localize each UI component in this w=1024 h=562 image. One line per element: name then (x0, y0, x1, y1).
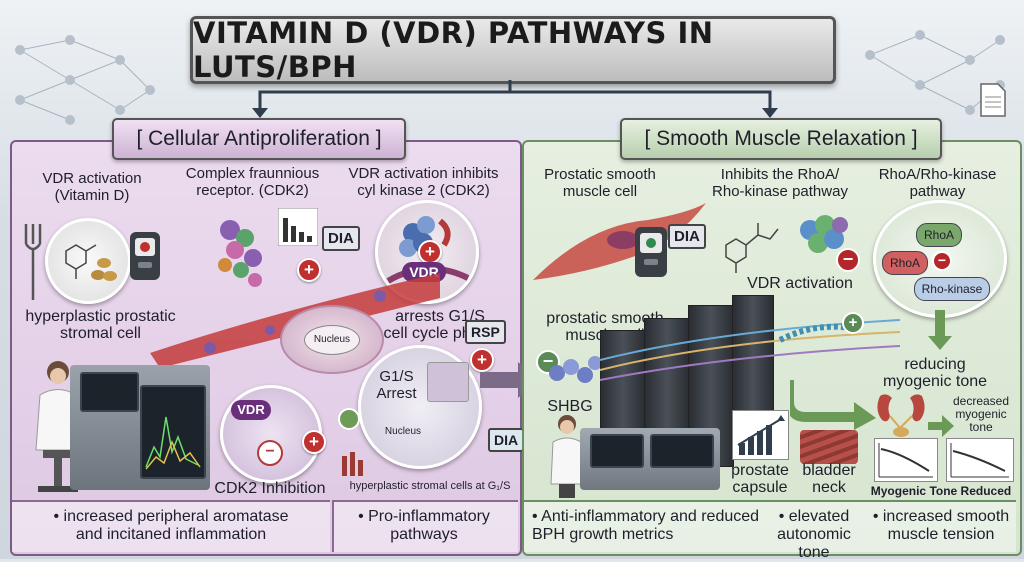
plus-icon: + (297, 258, 321, 282)
network-icon (865, 30, 1005, 115)
vdr-badge-2: VDR (231, 400, 271, 420)
minus-icon: − (932, 251, 952, 271)
rho-kinase-node: Rho-kinase (914, 277, 990, 301)
left-heading: [ Cellular Antiproliferation ] (112, 118, 406, 160)
right-footer-b: • elevated autonomic tone (777, 508, 851, 561)
molecule-icon (725, 223, 779, 273)
right-footer-c: • increased smooth muscle tension (872, 508, 1010, 543)
plus-icon (338, 408, 360, 430)
complex-receptor-label: Complex fraunnious receptor. (CDK2) (185, 165, 320, 199)
monitor-screen (80, 372, 139, 412)
left-footer-b: • Pro-inflammatory pathways (358, 508, 490, 543)
molecule-icon (65, 244, 117, 281)
monitor-screen (590, 434, 644, 468)
tone-chart-1 (874, 438, 938, 482)
dia-tag-right: DIA (668, 224, 706, 249)
minus-icon: − (257, 440, 283, 466)
right-arrow (928, 415, 954, 437)
rhoa-pathway-label: RhoA/Rho-kinase pathway (878, 166, 997, 200)
g1s-arrest-circle: G1/S Arrest Nucleus (358, 345, 482, 469)
plus-icon: + (418, 240, 442, 264)
right-footer-a: • Anti-inflammatory and reduced BPH grow… (532, 508, 760, 543)
title-banner: VITAMIN D (VDR) PATHWAYS IN LUTS/BPH (190, 16, 836, 84)
capsule-chart (732, 410, 789, 460)
line-chart-icon (950, 443, 1009, 478)
line-chart-icon (145, 416, 201, 470)
nucleus-icon: Nucleus (304, 325, 360, 355)
decreased-tone-label: decreased myogenic tone (952, 394, 1010, 434)
scientist-icon (550, 415, 586, 498)
stromal-cell-label: hyperplastic prostatic stromal cell (25, 308, 176, 342)
prostate-capsule-label: prostate capsule (731, 462, 789, 496)
micrograph (427, 362, 469, 402)
myogenic-reduced-label: Myogenic Tone Reduced (870, 484, 1012, 498)
down-arrow (928, 310, 952, 350)
bar-chart-icon (278, 208, 318, 246)
bladder-neck-label: bladder neck (802, 462, 856, 496)
right-footer-c-box (864, 500, 1016, 552)
left-footer-a: • increased peripheral aromatase and inc… (53, 508, 289, 543)
green-arrow (790, 380, 876, 430)
tone-chart-2 (946, 438, 1014, 482)
rsp-tag: RSP (465, 320, 506, 344)
nucleus-small-label: Nucleus (384, 426, 422, 437)
protein-icon (218, 220, 262, 287)
right-footer-b-box (762, 500, 864, 552)
dose-meter-icon (635, 227, 667, 277)
right-heading: [ Smooth Muscle Relaxation ] (620, 118, 942, 160)
document-icon (980, 83, 1006, 117)
protein-icon (549, 356, 602, 383)
left-footer-a-box (12, 500, 330, 552)
spectrum-screen (140, 385, 206, 479)
cdk2-inhibition-circle: VDR − (220, 385, 322, 483)
minus-icon: − (836, 248, 860, 272)
nucleus-cell: Nucleus (280, 305, 384, 374)
rhoa-circle: RhoA RhoA − Rho-kinase (873, 200, 1007, 318)
dose-meter-icon (130, 232, 160, 280)
protein-icon (800, 215, 848, 253)
shbg-label: SHBG (547, 398, 593, 415)
smooth-cell-label: Prostatic smooth muscle cell (544, 166, 656, 200)
kidney-icon (877, 394, 925, 437)
bar-chart-icon (737, 415, 785, 455)
cdk2-inhibition-label: CDK2 Inhibition (214, 480, 326, 497)
dia-tag-2: DIA (488, 428, 525, 452)
line-chart-icon (878, 443, 933, 478)
monitor-screen (650, 434, 714, 468)
smooth-muscle-cell (533, 203, 706, 280)
vdr-activation-label: VDR activation (Vitamin D) (42, 170, 142, 204)
hyperplastic-g1s-label: hyperplastic stromal cells at G₁/S (349, 480, 511, 492)
inhibits-rhoa-label: Inhibits the RhoA/ Rho-kinase pathway (712, 166, 848, 200)
vdr-activation-right-label: VDR activation (747, 275, 853, 292)
network-icon (15, 35, 155, 125)
bar-chart-icon (342, 452, 363, 476)
right-footer-a-box (524, 500, 762, 552)
rhoa-node-1: RhoA (916, 223, 962, 247)
plus-icon: + (470, 348, 494, 372)
reducing-label: reducing myogenic tone (882, 356, 988, 390)
plus-icon: + (302, 430, 326, 454)
dia-tag-1: DIA (322, 226, 360, 251)
fork-icon (24, 224, 42, 300)
vdr-inhibits-label: VDR activation inhibits cyl kinase 2 (CD… (348, 165, 499, 199)
vitamin-plate (45, 218, 131, 304)
g1s-arrest-label: G1/S Arrest (376, 368, 417, 402)
page-title: VITAMIN D (VDR) PATHWAYS IN LUTS/BPH (193, 16, 714, 84)
title-connector (252, 80, 778, 118)
left-footer-b-box (332, 500, 518, 552)
bladder-neck-tissue (800, 430, 858, 464)
plus-icon: + (842, 312, 864, 334)
rhoa-node-2: RhoA (882, 251, 928, 275)
